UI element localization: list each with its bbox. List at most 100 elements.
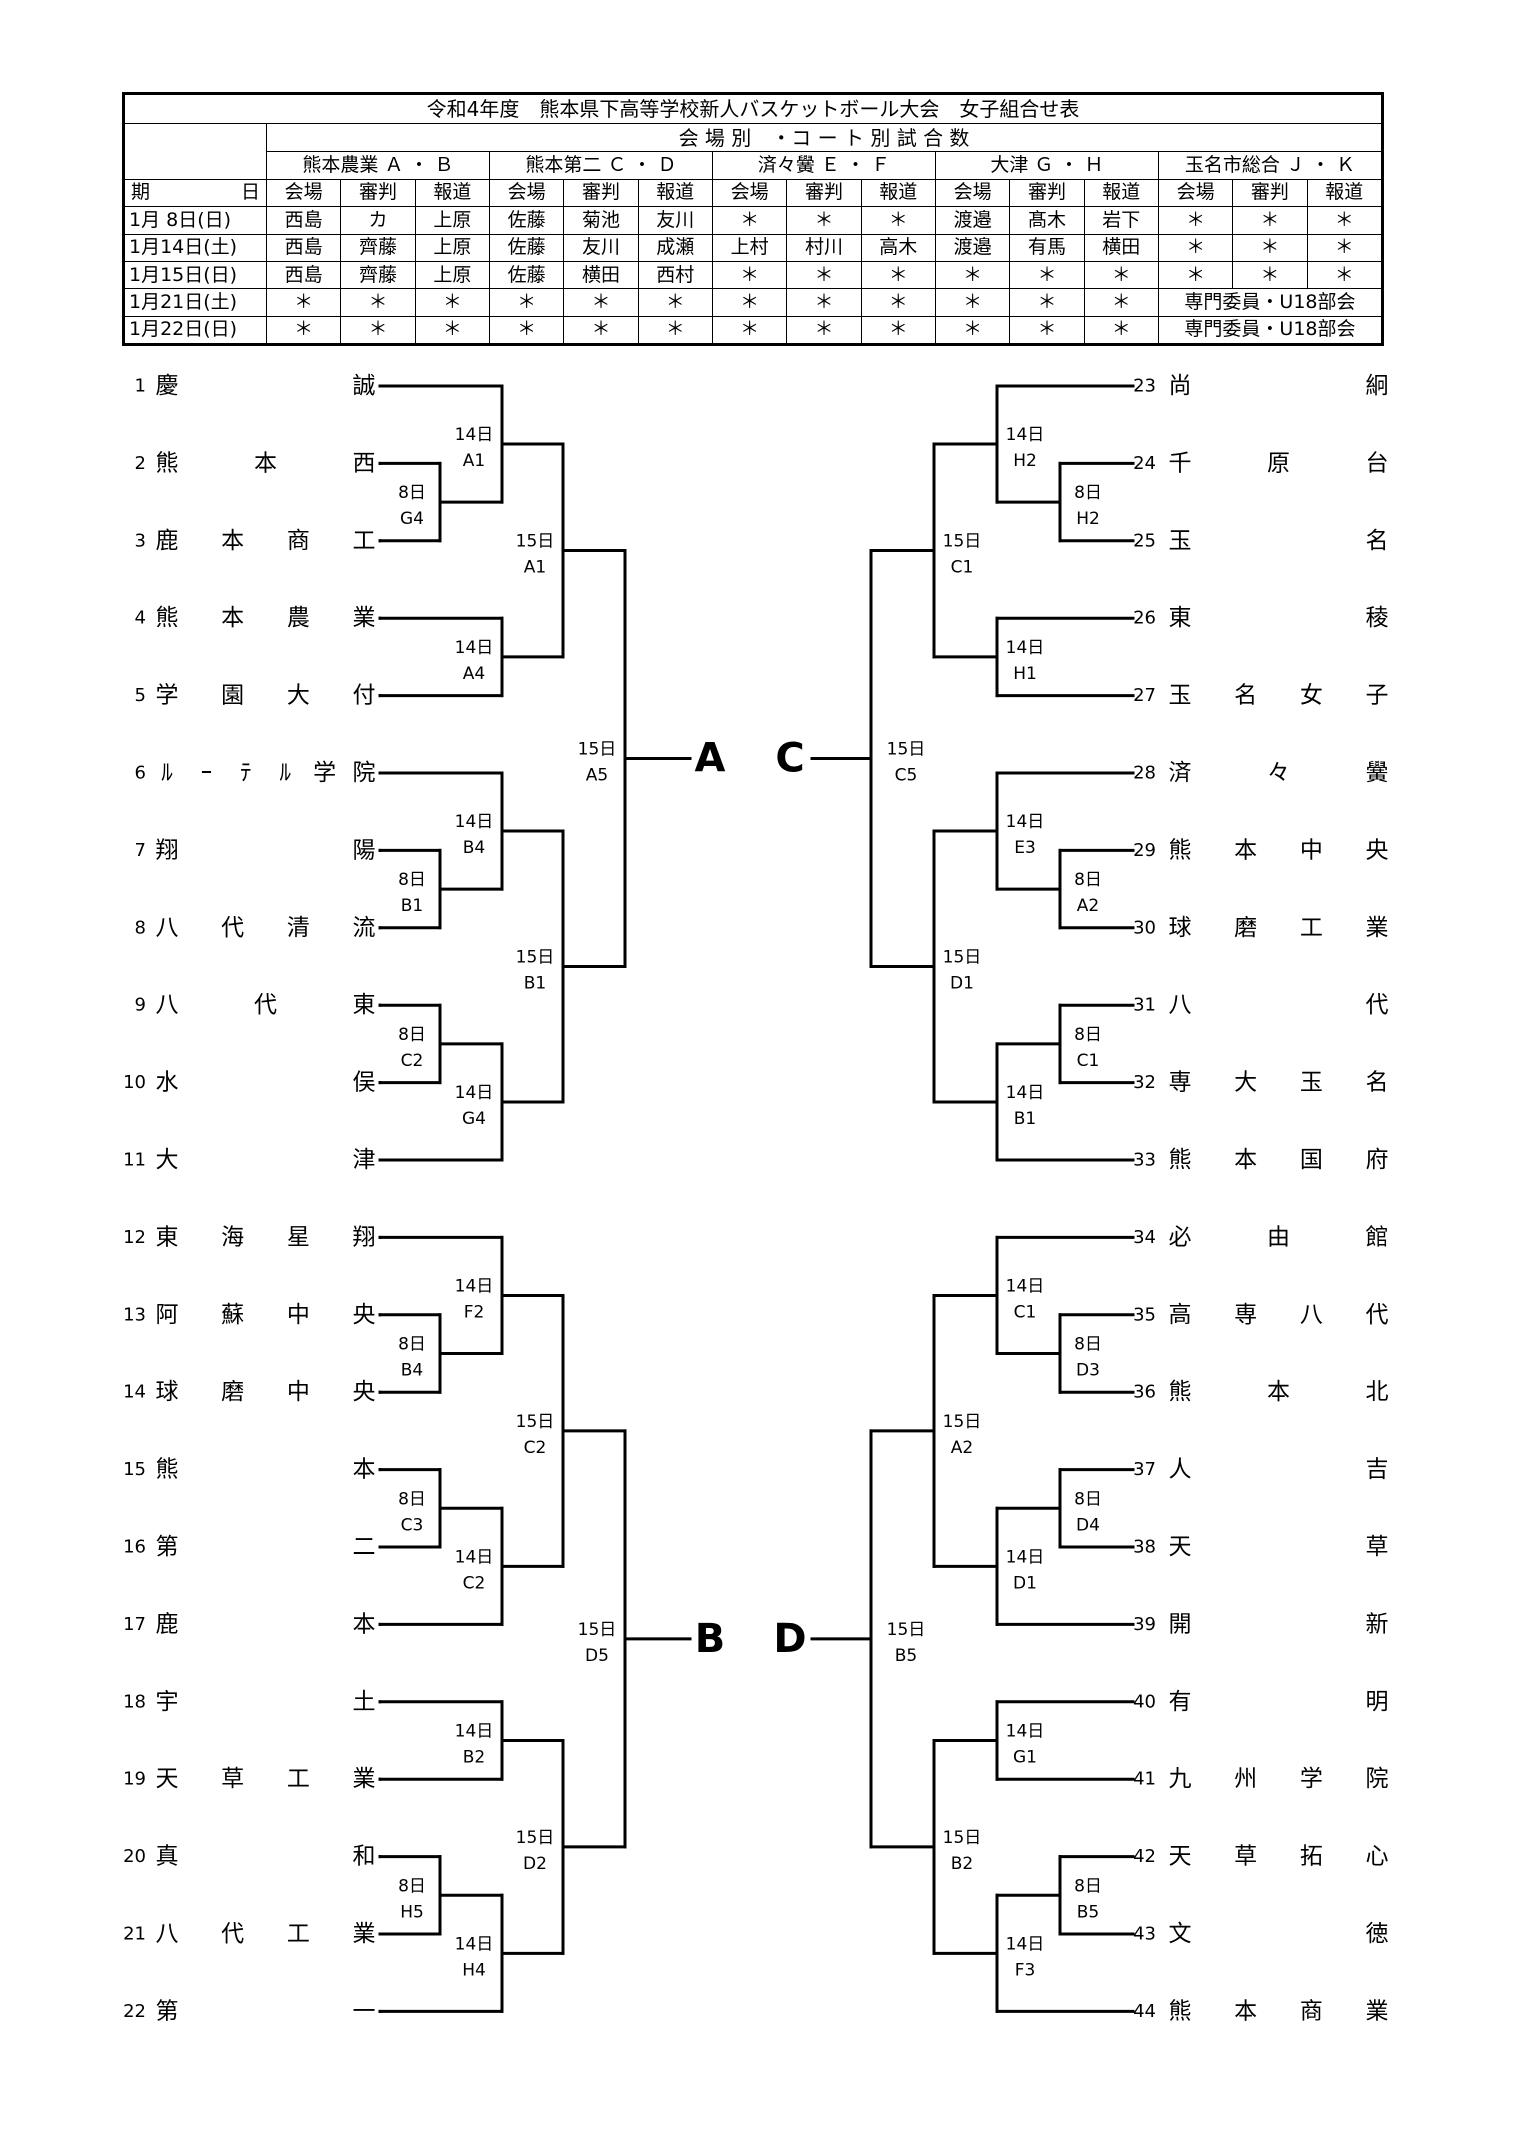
team-name-char: 熊 — [1169, 1379, 1192, 1405]
team-name-char: 拓 — [1300, 1844, 1323, 1870]
venue-header: 済々黌 Ｅ ・ Ｆ — [711, 151, 936, 180]
team-number: 9 — [135, 995, 146, 1016]
team-name-char: 代 — [254, 992, 277, 1018]
team-name-char: 熊 — [1169, 1147, 1192, 1173]
match-day-label: 8日 — [1074, 483, 1102, 503]
team-number: 33 — [1133, 1150, 1156, 1171]
table-cell: ＊ — [637, 315, 713, 345]
team-number: 8 — [135, 917, 146, 938]
match-day-label: 8日 — [1074, 1876, 1102, 1896]
team-name-char: 業 — [1366, 1998, 1389, 2024]
match-day-label: 14日 — [455, 1547, 494, 1567]
match-court-label: C2 — [401, 1051, 424, 1071]
table-cell: ＊ — [711, 288, 788, 317]
table-cell: ＊ — [934, 315, 1011, 345]
team-number: 31 — [1133, 995, 1156, 1016]
match-court-label: D1 — [1013, 1573, 1037, 1593]
team-name-char: 業 — [1366, 915, 1389, 941]
team-number: 19 — [123, 1769, 146, 1790]
table-cell: ＊ — [786, 260, 862, 290]
match-day-label: 14日 — [455, 1934, 494, 1954]
team-number: 23 — [1133, 376, 1156, 397]
match-day-label: 15日 — [516, 1412, 555, 1432]
team-name-char: 津 — [353, 1147, 376, 1173]
match-day-label: 14日 — [1006, 638, 1045, 658]
team-name-char: 玉 — [1169, 528, 1192, 554]
match-court-label: H2 — [1013, 451, 1037, 471]
table-cell: ＊ — [563, 288, 639, 317]
team-name-char: 水 — [156, 1070, 179, 1096]
team-name-char: 業 — [353, 605, 376, 631]
match-court-label: F3 — [1015, 1960, 1036, 1980]
team-name-char: 工 — [1300, 915, 1323, 941]
team-name-char: 央 — [1366, 837, 1389, 863]
match-court-label: A4 — [463, 664, 485, 684]
role-column-header: 報道 — [414, 178, 490, 208]
role-column-header: 審判 — [1232, 178, 1308, 208]
match-day-label: 14日 — [1006, 425, 1045, 445]
table-cell: 友川 — [637, 206, 713, 235]
team-name-char: 土 — [353, 1689, 376, 1715]
table-cell: ＊ — [1306, 206, 1383, 235]
match-court-label: D4 — [1076, 1515, 1100, 1535]
match-day-label: 14日 — [1006, 1547, 1045, 1567]
table-cell: カ — [340, 206, 416, 235]
team-name-char: 業 — [353, 1766, 376, 1792]
team-number: 4 — [135, 608, 146, 629]
match-court-label: A2 — [951, 1438, 973, 1458]
team-name-char: 真 — [156, 1844, 179, 1870]
match-day-label: 15日 — [578, 739, 617, 759]
team-name-char: 八 — [1300, 1302, 1323, 1328]
team-name-char: 球 — [156, 1379, 179, 1405]
team-number: 16 — [123, 1537, 146, 1558]
team-name-char: 州 — [1234, 1766, 1257, 1792]
team-number: 24 — [1133, 453, 1156, 474]
match-day-label: 14日 — [455, 812, 494, 832]
match-day-label: 8日 — [398, 1025, 426, 1045]
match-day-label: 15日 — [943, 1412, 982, 1432]
team-name-char: 球 — [1169, 915, 1192, 941]
team-name-char: 大 — [156, 1147, 179, 1173]
table-cell: 渡邉 — [934, 206, 1011, 235]
match-day-label: 15日 — [516, 948, 555, 968]
team-name-char: 本 — [353, 1457, 376, 1483]
block-letter: D — [773, 1616, 806, 1662]
table-cell: ＊ — [860, 288, 936, 317]
match-day-label: 15日 — [578, 1620, 617, 1640]
match-court-label: F2 — [464, 1302, 485, 1322]
team-name-char: 大 — [287, 683, 310, 709]
role-column-header: 会場 — [488, 178, 565, 208]
team-name-char: 熊 — [1169, 1998, 1192, 2024]
team-name-char: 本 — [1267, 1379, 1290, 1405]
date-cell: 1月 8日(日) — [124, 206, 267, 235]
team-name-char: 本 — [1234, 837, 1257, 863]
date-cell: 1月14日(土) — [124, 233, 267, 262]
match-day-label: 8日 — [398, 1489, 426, 1509]
match-court-label: H5 — [400, 1902, 424, 1922]
match-day-label: 15日 — [887, 739, 926, 759]
team-name-char: 磨 — [221, 1379, 244, 1405]
team-name-char: 高 — [1169, 1302, 1192, 1328]
match-court-label: A2 — [1077, 896, 1099, 916]
team-number: 41 — [1133, 1769, 1156, 1790]
team-name-char: 八 — [156, 992, 179, 1018]
team-name-char: 商 — [1300, 1998, 1323, 2024]
venue-header: 玉名市総合 Ｊ ・ Ｋ — [1157, 151, 1383, 180]
match-court-label: D2 — [523, 1854, 547, 1874]
team-name-char: 中 — [1300, 837, 1323, 863]
match-day-label: 14日 — [455, 1276, 494, 1296]
team-name-char: 台 — [1366, 450, 1389, 476]
team-number: 6 — [135, 763, 146, 784]
team-number: 40 — [1133, 1691, 1156, 1712]
team-name-char: 専 — [1234, 1302, 1257, 1328]
team-name-char: ﾃ — [240, 760, 252, 786]
team-name-char: 尚 — [1169, 373, 1192, 399]
team-name-char: 稜 — [1366, 605, 1389, 631]
team-name-char: 第 — [156, 1998, 179, 2024]
table-cell: ＊ — [1232, 233, 1308, 262]
role-column-header: 審判 — [1009, 178, 1085, 208]
table-row: 1月 8日(日)西島カ上原佐藤菊池友川＊＊＊渡邉髙木岩下＊＊＊ — [124, 206, 1383, 235]
match-day-label: 15日 — [943, 948, 982, 968]
team-name-char: 八 — [1169, 992, 1192, 1018]
